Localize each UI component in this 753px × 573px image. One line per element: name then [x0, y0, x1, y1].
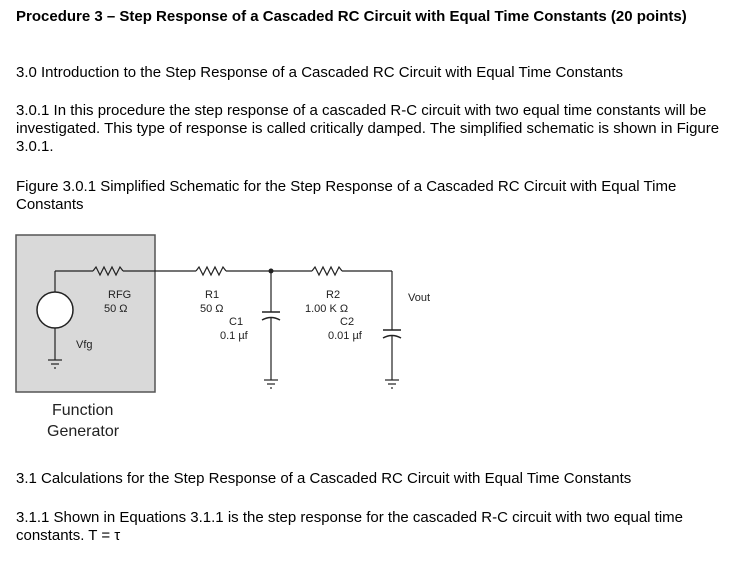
generator-label-line1: Function: [52, 402, 113, 419]
procedure-title: Procedure 3 – Step Response of a Cascade…: [16, 8, 687, 25]
r2-label: R2: [326, 289, 340, 301]
r1-label: R1: [205, 289, 219, 301]
schematic-diagram: RFG 50 Ω Vfg R1 50 Ω C1 0.1 µf R2 1.00 K…: [15, 234, 430, 440]
calc-heading: 3.1 Calculations for the Step Response o…: [16, 470, 632, 487]
c1-label: C1: [229, 316, 243, 328]
generator-label-line2: Generator: [47, 423, 120, 440]
ground-symbol: [264, 379, 278, 389]
vfg-label: Vfg: [76, 339, 93, 351]
r2-value: 1.00 K Ω: [305, 303, 348, 315]
c1-value: 0.1 µf: [220, 330, 249, 342]
rfg-value: 50 Ω: [104, 303, 128, 315]
r2-resistor-symbol: [311, 265, 343, 277]
c2-value: 0.01 µf: [328, 330, 363, 342]
rfg-resistor-symbol: [92, 265, 124, 277]
ground-symbol: [385, 379, 399, 389]
figure-caption: Figure 3.0.1 Simplified Schematic for th…: [16, 178, 677, 213]
vout-label: Vout: [408, 292, 430, 304]
r1-value: 50 Ω: [200, 303, 224, 315]
c2-capacitor-symbol: [382, 329, 402, 339]
c2-label: C2: [340, 316, 354, 328]
intro-paragraph: 3.0.1 In this procedure the step respons…: [16, 102, 720, 155]
r1-resistor-symbol: [195, 265, 227, 277]
ground-symbol: [48, 359, 62, 369]
voltage-source-symbol: [36, 291, 74, 329]
rfg-label: RFG: [108, 289, 131, 301]
calc-paragraph: 3.1.1 Shown in Equations 3.1.1 is the st…: [16, 509, 684, 544]
c1-capacitor-symbol: [261, 311, 281, 321]
intro-heading: 3.0 Introduction to the Step Response of…: [16, 64, 623, 81]
